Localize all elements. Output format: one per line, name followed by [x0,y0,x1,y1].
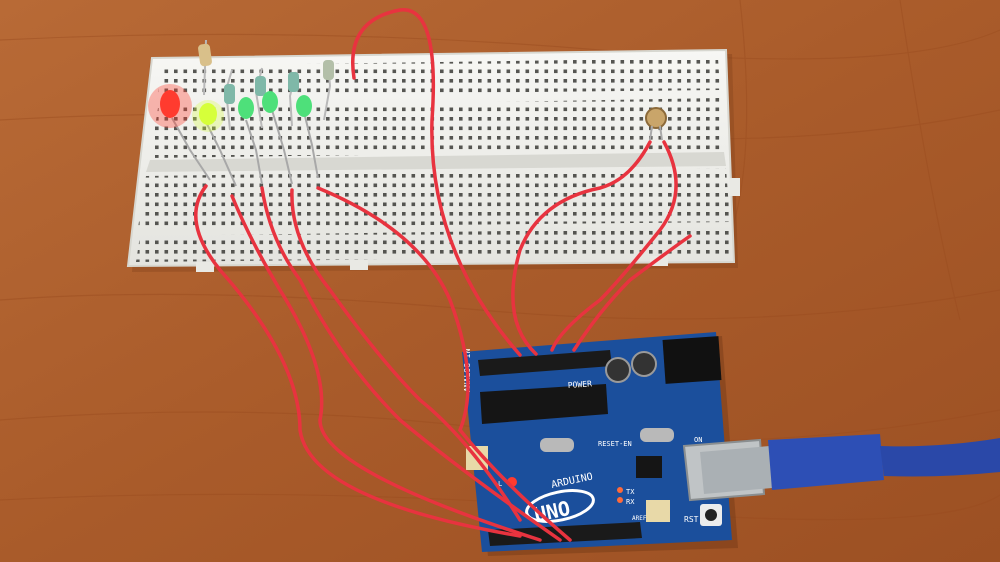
power-label: POWER [568,379,593,390]
breadboard-tab [730,178,740,196]
arduino-board: ARDUINO UNO ANALOG IN POWER RESET-EN RST… [462,332,766,556]
resistor-body [224,84,235,104]
resistor-body [323,60,334,80]
board-led-tx [617,497,623,503]
l-label: L [498,480,502,488]
resistor-bodies [198,43,334,104]
breadboard-tab [196,262,214,272]
led-green [296,95,312,117]
jumper-wires [194,8,692,542]
led-red [160,90,180,118]
crystal [640,428,674,442]
microcontroller-chip [480,384,608,424]
breadboard-tab [350,260,368,270]
usb-chip [636,456,662,478]
tx-label: TX [626,488,635,496]
led-legs [171,109,319,187]
rx-label: RX [626,498,635,506]
reset-en-label: RESET-EN [598,440,632,448]
board-led-rx [617,487,623,493]
photoresistor-head [645,107,667,129]
power-jack [662,336,722,384]
breadboard-tab [650,256,668,266]
led-yellow [199,103,217,125]
center-channel [146,152,726,172]
analog-header [478,350,612,376]
aref-label: AREF [632,515,647,522]
crystal [540,438,574,452]
usb-plug-body [768,434,884,490]
icsp-header [646,500,670,522]
usb-cable-cord [880,438,1000,477]
led-green [262,91,278,113]
usb-cable [700,434,1000,494]
resistor-body [255,76,266,96]
rst-label: RST [684,515,699,524]
usb-plug-metal [700,446,772,494]
leds [148,84,312,132]
board-pcb [462,332,732,552]
capacitor [631,351,657,377]
resistor-body [288,72,299,92]
photoresistor [645,107,667,141]
upper-strip-holes [150,98,724,158]
on-label: ON [694,436,702,444]
photoresistor-legs [649,125,663,141]
resistor-body [198,43,212,67]
led-green [238,97,254,119]
capacitor [605,357,631,383]
arduino-logo-mark [525,489,595,523]
lower-strip-holes [138,168,730,228]
reset-button-cap[interactable] [705,509,717,521]
